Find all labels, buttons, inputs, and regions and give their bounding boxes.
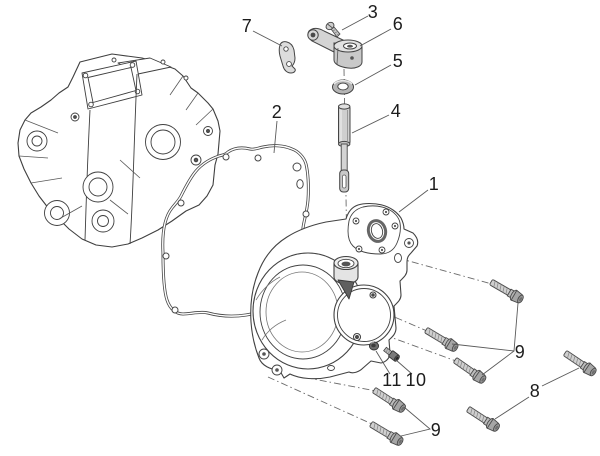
part-callout-9-upper: 9 xyxy=(514,342,526,362)
part-callout-1: 1 xyxy=(428,174,440,194)
part-callout-10: 10 xyxy=(405,370,427,390)
hex-flange-bolt xyxy=(367,418,406,448)
clutch-cover-drawing xyxy=(250,202,419,380)
part-callout-4: 4 xyxy=(390,101,402,121)
leader-lines xyxy=(252,15,580,437)
screw-drawing xyxy=(325,21,341,38)
part-callout-9-lower: 9 xyxy=(430,420,442,440)
part-callout-8: 8 xyxy=(529,381,541,401)
hex-flange-bolt xyxy=(422,324,461,354)
short-screw-drawing xyxy=(383,346,400,362)
seal-washer-drawing xyxy=(332,79,354,95)
hex-flange-bolt xyxy=(451,354,489,386)
release-lever-drawing xyxy=(307,27,363,69)
part-callout-5: 5 xyxy=(392,51,404,71)
part-callout-7: 7 xyxy=(241,16,253,36)
part-callout-3: 3 xyxy=(367,2,379,22)
part-callout-2: 2 xyxy=(271,102,283,122)
cover-gasket-drawing xyxy=(161,144,310,318)
retainer-bracket-drawing xyxy=(278,41,296,74)
crankcase-drawing xyxy=(17,53,221,248)
push-rod-drawing xyxy=(338,103,351,193)
part-callout-11: 11 xyxy=(382,370,402,390)
part-callout-6: 6 xyxy=(392,14,404,34)
bolt-group xyxy=(367,276,599,448)
hex-flange-bolt xyxy=(487,276,526,306)
plug-drawing xyxy=(368,341,380,351)
